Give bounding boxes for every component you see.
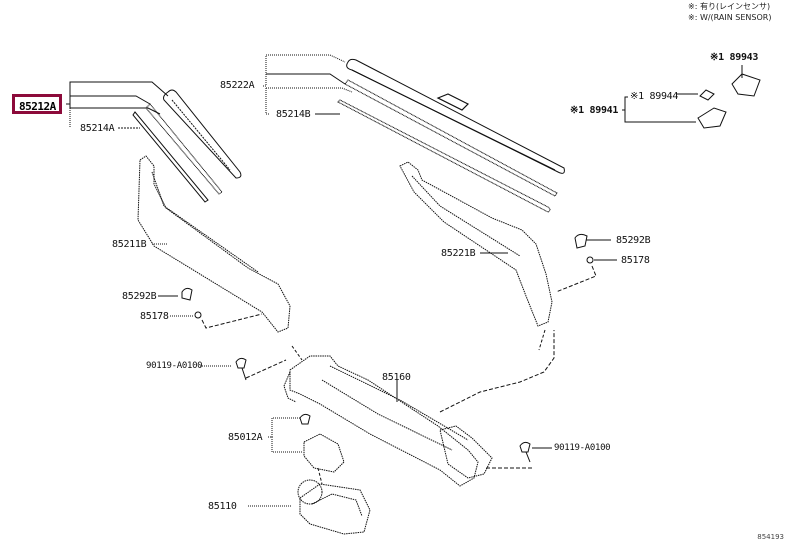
part-label-90119-A0100-right[interactable]: 90119-A0100 xyxy=(554,443,611,453)
leader-85212A-low xyxy=(69,104,161,115)
rain-sensor-parts xyxy=(622,65,761,129)
part-label-89941[interactable]: ※1 89941 xyxy=(570,105,619,116)
leader-85212A-top xyxy=(66,81,169,105)
part-label-85178-left[interactable]: 85178 xyxy=(140,311,169,322)
crank-arm xyxy=(303,433,345,473)
part-label-85222A[interactable]: 85222A xyxy=(220,80,255,91)
leader-85212A-mid xyxy=(70,95,151,105)
part-label-85211B[interactable]: 85211B xyxy=(112,239,147,250)
part-label-89943[interactable]: ※1 89943 xyxy=(710,52,759,63)
right-wiper-blade xyxy=(337,58,565,213)
part-label-85110[interactable]: 85110 xyxy=(208,501,237,512)
part-label-85292B-left[interactable]: 85292B xyxy=(122,291,157,302)
wiper-linkage xyxy=(283,355,493,487)
left-wiper-arm xyxy=(137,155,291,333)
wiper-motor xyxy=(297,479,371,535)
part-label-85012A[interactable]: 85012A xyxy=(228,432,263,443)
left-wiper-blade xyxy=(132,89,242,203)
part-label-85292B-right[interactable]: 85292B xyxy=(616,235,651,246)
part-label-85221B[interactable]: 85221B xyxy=(441,248,476,259)
part-label-85178-right[interactable]: 85178 xyxy=(621,255,650,266)
note-rain-sensor-jp: ※: 有り(レインセンサ) xyxy=(688,2,771,11)
part-label-85214A[interactable]: 85214A xyxy=(80,123,115,134)
note-rain-sensor-en: ※: W/(RAIN SENSOR) xyxy=(688,13,772,22)
part-label-89944[interactable]: ※1 89944 xyxy=(630,91,679,102)
part-label-85214B[interactable]: 85214B xyxy=(276,109,311,120)
right-wiper-arm xyxy=(399,161,553,327)
part-label-85160[interactable]: 85160 xyxy=(382,372,411,383)
highlighted-part-85212A[interactable]: 85212A xyxy=(12,94,62,114)
part-label-90119-A0100-left[interactable]: 90119-A0100 xyxy=(146,361,203,371)
diagram-reference-number: 854193 xyxy=(757,533,784,541)
leader-85222A-top xyxy=(263,54,346,87)
part-number-85212A: 85212A xyxy=(19,100,56,113)
